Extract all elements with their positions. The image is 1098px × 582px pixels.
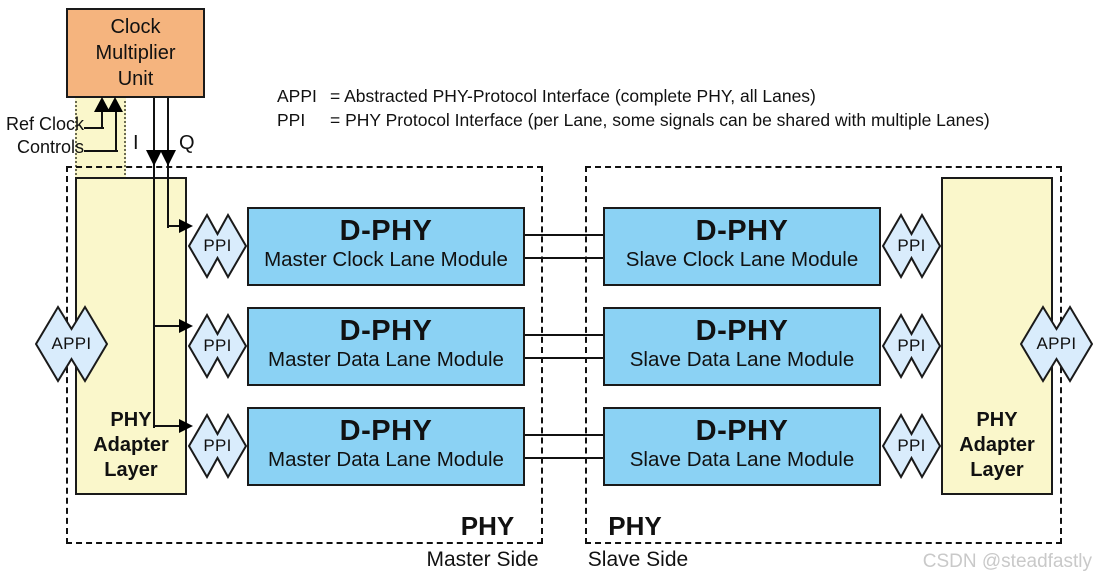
controls-label: Controls bbox=[16, 137, 84, 157]
clock-multiplier-unit-box: Clock Multiplier Unit bbox=[66, 8, 205, 98]
ref-clock-arrowhead-icon bbox=[94, 97, 110, 112]
ref-clock-controls-label: Ref Clock Controls bbox=[2, 113, 84, 159]
clock-branch-arrowhead-row1-icon bbox=[179, 219, 193, 233]
watermark: CSDN @steadfastly bbox=[922, 551, 1092, 572]
ppi-label: PPI bbox=[897, 336, 926, 355]
master-ppi-arrow-data-lane-2: PPI bbox=[188, 413, 247, 479]
clock-branch-line-row3 bbox=[153, 425, 181, 427]
slave-ppi-arrow-data-lane-2: PPI bbox=[882, 413, 941, 479]
slave-appi-label: APPI bbox=[1036, 334, 1077, 353]
slave-ppi-arrow-clock-lane: PPI bbox=[882, 213, 941, 279]
legend-term-ppi: PPI bbox=[277, 110, 306, 130]
double-arrow-icon bbox=[882, 413, 941, 479]
ppi-label: PPI bbox=[897, 236, 926, 255]
clock-branch-arrowhead-row2-icon bbox=[179, 319, 193, 333]
master-ppi-arrow-clock-lane: PPI bbox=[188, 213, 247, 279]
q-label: Q bbox=[179, 132, 195, 154]
ppi-label: PPI bbox=[897, 436, 926, 455]
module-subtitle: Slave Data Lane Module bbox=[629, 348, 855, 371]
ppi-label: PPI bbox=[203, 336, 232, 355]
clock-branch-line-row2 bbox=[153, 325, 181, 327]
i-label: I bbox=[133, 132, 139, 154]
ref-clock-connector-riser bbox=[101, 111, 103, 129]
module-subtitle: Master Data Lane Module bbox=[268, 448, 504, 471]
module-subtitle: Master Data Lane Module bbox=[268, 348, 504, 371]
ref-clock-label: Ref Clock bbox=[5, 114, 84, 134]
lane-link-row2-b bbox=[525, 357, 603, 359]
master-appi-label: APPI bbox=[51, 334, 92, 353]
controls-connector-riser bbox=[115, 111, 117, 152]
slave-clock-lane-module-box: D-PHY Slave Clock Lane Module bbox=[603, 207, 881, 286]
slave-appi-arrow: APPI bbox=[1020, 305, 1093, 383]
module-subtitle: Slave Data Lane Module bbox=[629, 448, 855, 471]
master-appi-arrow: APPI bbox=[35, 305, 108, 383]
master-clock-lane-module-box: D-PHY Master Clock Lane Module bbox=[247, 207, 525, 286]
double-arrow-icon bbox=[35, 305, 108, 383]
double-arrow-icon bbox=[1020, 305, 1093, 383]
module-title: D-PHY bbox=[695, 415, 789, 447]
module-subtitle: Master Clock Lane Module bbox=[264, 248, 508, 271]
legend-definition-ppi: = PHY Protocol Interface (per Lane, some… bbox=[330, 110, 990, 130]
legend: APPI = Abstracted PHY-Protocol Interface… bbox=[277, 84, 990, 132]
controls-connector-line bbox=[84, 150, 118, 152]
lane-link-row3-a bbox=[525, 434, 603, 436]
module-title: D-PHY bbox=[339, 415, 433, 447]
clock-i-arrowhead-icon bbox=[146, 150, 162, 166]
slave-data-lane-module-box-2: D-PHY Slave Data Lane Module bbox=[603, 407, 881, 486]
master-data-lane-module-box-2: D-PHY Master Data Lane Module bbox=[247, 407, 525, 486]
module-subtitle: Slave Clock Lane Module bbox=[625, 248, 859, 271]
lane-link-row1-a bbox=[525, 234, 603, 236]
slave-phy-adapter-layer-box: PHY Adapter Layer bbox=[941, 177, 1053, 495]
slave-phy-label: PHY bbox=[608, 511, 662, 541]
clock-q-arrowhead-icon bbox=[160, 150, 176, 166]
master-side-label: Master Side bbox=[426, 548, 539, 571]
double-arrow-icon bbox=[188, 313, 247, 379]
controls-arrowhead-icon bbox=[107, 97, 123, 112]
ppi-label: PPI bbox=[203, 236, 232, 255]
ppi-label: PPI bbox=[203, 436, 232, 455]
lane-link-row2-a bbox=[525, 334, 603, 336]
legend-row-appi: APPI = Abstracted PHY-Protocol Interface… bbox=[277, 84, 990, 108]
module-title: D-PHY bbox=[695, 315, 789, 347]
double-arrow-icon bbox=[882, 213, 941, 279]
module-title: D-PHY bbox=[339, 215, 433, 247]
ref-clock-connector-line bbox=[84, 127, 104, 129]
clock-i-line bbox=[153, 98, 155, 428]
module-title: D-PHY bbox=[695, 215, 789, 247]
lane-link-row1-b bbox=[525, 257, 603, 259]
legend-row-ppi: PPI = PHY Protocol Interface (per Lane, … bbox=[277, 108, 990, 132]
slave-ppi-arrow-data-lane-1: PPI bbox=[882, 313, 941, 379]
legend-term-appi: APPI bbox=[277, 86, 317, 106]
clock-branch-line-row1 bbox=[167, 225, 181, 227]
module-title: D-PHY bbox=[339, 315, 433, 347]
master-data-lane-module-box-1: D-PHY Master Data Lane Module bbox=[247, 307, 525, 386]
slave-side-label: Slave Side bbox=[587, 548, 689, 571]
double-arrow-icon bbox=[882, 313, 941, 379]
double-arrow-icon bbox=[188, 213, 247, 279]
clock-branch-arrowhead-row3-icon bbox=[179, 419, 193, 433]
slave-data-lane-module-box-1: D-PHY Slave Data Lane Module bbox=[603, 307, 881, 386]
lane-link-row3-b bbox=[525, 457, 603, 459]
legend-definition-appi: = Abstracted PHY-Protocol Interface (com… bbox=[330, 86, 816, 106]
master-ppi-arrow-data-lane-1: PPI bbox=[188, 313, 247, 379]
double-arrow-icon bbox=[188, 413, 247, 479]
master-phy-label: PHY bbox=[460, 511, 515, 541]
